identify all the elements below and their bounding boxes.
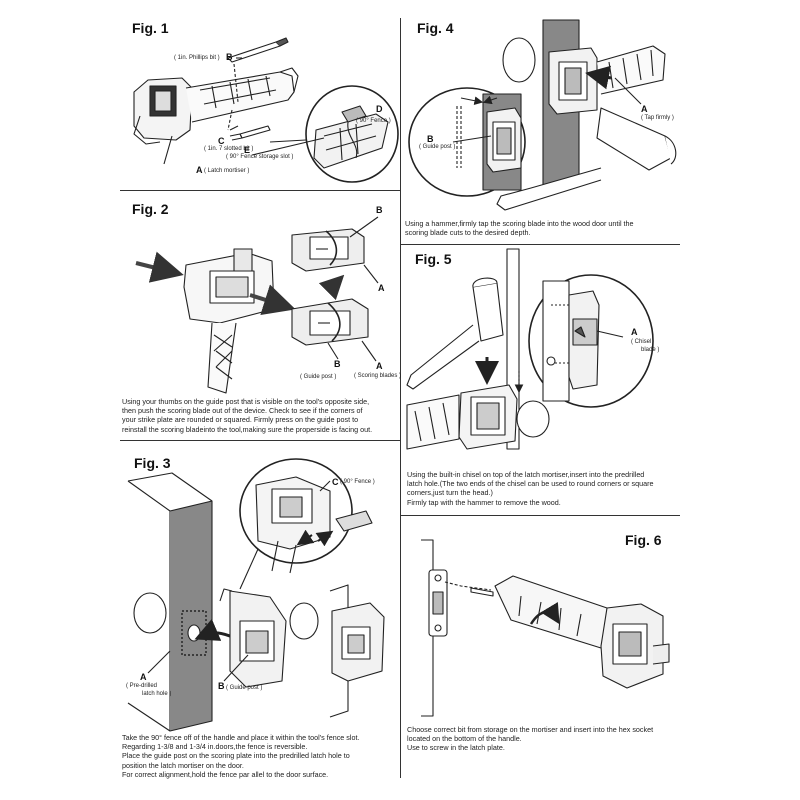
caption-line: Using a hammer,firmly tap the scoring bl… bbox=[405, 219, 634, 228]
fig1-letter-e: E bbox=[244, 145, 251, 155]
fig3-title: Fig. 3 bbox=[134, 455, 171, 471]
fig1-label-a: ( Latch mortiser ) bbox=[204, 168, 250, 174]
fig3-label-c: ( 90° Fence ) bbox=[340, 479, 375, 485]
right-divider-2 bbox=[400, 515, 680, 517]
fig1-illustration bbox=[133, 37, 399, 183]
caption-line: located on the bottom of the handle. bbox=[407, 734, 522, 744]
vertical-divider bbox=[400, 18, 402, 778]
fig1-label-c: ( 1in. 7 slotted bit ) bbox=[204, 146, 254, 152]
fig6-panel: Fig. 6 Choose corr bbox=[401, 516, 681, 781]
fig3-label-b: ( Guide post ) bbox=[226, 685, 263, 691]
fig5-label-a-2: blade ) bbox=[641, 347, 660, 353]
fig1-label-d: ( 90° Fence ) bbox=[356, 118, 391, 124]
fig1-label-e: ( 90° Fence storage slot ) bbox=[226, 154, 294, 160]
fig3-letter-a: A bbox=[140, 672, 147, 682]
fig4-letter-b: B bbox=[427, 134, 434, 144]
caption-line: scoring blade cuts to the desired depth. bbox=[405, 228, 531, 238]
fig4-illustration bbox=[408, 19, 677, 211]
fig2-letter-a-bottom: A bbox=[376, 361, 383, 371]
fig3-letter-c: C bbox=[332, 477, 339, 487]
fig2-letter-a-top: A bbox=[378, 283, 385, 293]
fig4-title: Fig. 4 bbox=[417, 20, 454, 36]
caption-line: your strike plate are rounded or squared… bbox=[122, 415, 359, 425]
fig6-caption: Choose correct bit from storage on the m… bbox=[407, 725, 653, 753]
fig2-letter-b-bottom: B bbox=[334, 359, 341, 369]
fig3-letter-b: B bbox=[218, 681, 225, 691]
right-divider-1 bbox=[400, 244, 680, 246]
fig5-illustration bbox=[406, 248, 654, 450]
caption-line: Using the built-in chisel on top of the … bbox=[407, 470, 645, 479]
fig1-title: Fig. 1 bbox=[132, 20, 169, 36]
caption-line: Choose correct bit from storage on the m… bbox=[407, 725, 654, 734]
fig2-caption: Using your thumbs on the guide post that… bbox=[122, 397, 372, 434]
caption-line: corners,just turn the head.) bbox=[407, 488, 493, 498]
fig6-illustration bbox=[421, 539, 670, 717]
fig4-caption: Using a hammer,firmly tap the scoring bl… bbox=[405, 219, 634, 237]
fig1-panel: Fig. 1 bbox=[120, 18, 400, 190]
fig1-letter-b: B bbox=[226, 52, 233, 62]
fig4-label-b: ( Guide post ) bbox=[419, 144, 456, 150]
fig2-illustration bbox=[135, 216, 379, 394]
fig1-label-b: ( 1in. Phillips bit ) bbox=[174, 55, 220, 61]
caption-line: then push the scoring blade out of the d… bbox=[122, 406, 363, 416]
left-divider-1 bbox=[120, 190, 400, 192]
fig5-label-a-1: ( Chisel bbox=[631, 339, 652, 345]
caption-line: Firmly tap with the hammer to remove the… bbox=[407, 497, 561, 507]
fig3-label-a-1: ( Pre-drilled bbox=[126, 683, 158, 689]
fig4-label-a: ( Tap firmly ) bbox=[641, 115, 674, 121]
fig2-label-b-bottom: ( Guide post ) bbox=[300, 374, 337, 380]
fig3-caption: Take the 90° fence off of the handle and… bbox=[122, 733, 359, 779]
fig2-title: Fig. 2 bbox=[132, 201, 169, 217]
caption-line: For correct alignment,hold the fence par… bbox=[122, 769, 329, 779]
left-divider-2 bbox=[120, 440, 400, 442]
fig3-label-a-2: latch hole ) bbox=[142, 691, 172, 697]
fig2-letter-b-top: B bbox=[376, 205, 383, 215]
caption-line: Use to screw in the latch plate. bbox=[407, 743, 505, 753]
fig6-title: Fig. 6 bbox=[625, 532, 662, 548]
fig5-panel: Fig. 5 bbox=[401, 245, 681, 515]
caption-line: Take the 90° fence off of the handle and… bbox=[122, 733, 360, 742]
fig1-letter-c: C bbox=[218, 136, 225, 146]
fig3-panel: Fig. 3 bbox=[120, 441, 400, 781]
fig5-letter-a: A bbox=[631, 327, 638, 337]
caption-line: Regarding 1-3/8 and 1-3/4 in.doors,the f… bbox=[122, 742, 308, 752]
caption-line: Place the guide post on the scoring plat… bbox=[122, 751, 350, 761]
fig4-letter-a: A bbox=[641, 104, 648, 114]
fig3-illustration bbox=[127, 458, 385, 732]
fig1-letter-a: A bbox=[196, 165, 203, 175]
fig1-letter-d: D bbox=[376, 104, 383, 114]
caption-line: position the latch mortiser on the door. bbox=[122, 760, 244, 770]
caption-line: Using your thumbs on the guide post that… bbox=[122, 397, 370, 406]
caption-line: latch hole.(The two ends of the chisel c… bbox=[407, 479, 654, 489]
caption-line: reinstall the scoring bladeinto the tool… bbox=[122, 424, 373, 434]
fig4-panel: Fig. 4 bbox=[401, 18, 681, 244]
fig5-caption: Using the built-in chisel on top of the … bbox=[407, 470, 654, 507]
fig5-title: Fig. 5 bbox=[415, 251, 452, 267]
fig2-label-a-bottom: ( Scoring blades ) bbox=[354, 373, 402, 379]
fig2-panel: Fig. 2 bbox=[120, 191, 402, 440]
